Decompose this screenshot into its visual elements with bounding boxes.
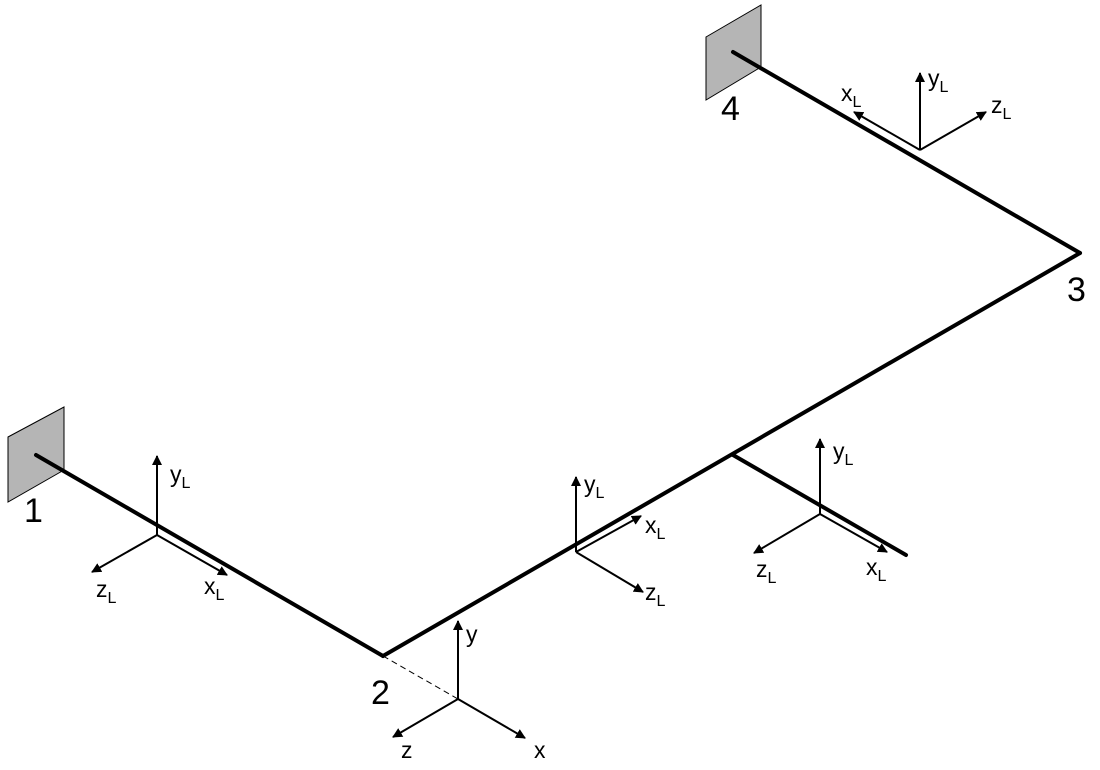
local-z-label: z: [756, 556, 768, 582]
node-label-2: 2: [371, 674, 390, 712]
global-x-label: x: [534, 737, 546, 763]
pipe-segment-3-4: [731, 50, 1082, 255]
svg-text:yL: yL: [584, 471, 605, 502]
local-x-subscript: L: [878, 568, 887, 585]
local-z-subscript: L: [1003, 106, 1012, 123]
local-z-subscript: L: [108, 590, 117, 607]
node-label-1: 1: [24, 492, 43, 530]
local-z-label: z: [991, 92, 1003, 118]
svg-text:xL: xL: [841, 80, 862, 111]
local-axes-branch: yL zL xL: [753, 438, 888, 587]
svg-text:zL: zL: [645, 579, 666, 610]
local-axes-segment-1-2: yL zL xL: [91, 455, 228, 607]
local-z-subscript: L: [657, 593, 666, 610]
pipe-segment-1-2: [34, 453, 385, 658]
local-x-subscript: L: [853, 94, 862, 111]
origin-dashed-link: [382, 655, 459, 700]
svg-text:zL: zL: [756, 556, 777, 587]
svg-text:zL: zL: [96, 576, 117, 607]
local-x-label: x: [866, 554, 878, 580]
svg-text:xL: xL: [866, 554, 887, 585]
local-z-label: z: [645, 579, 657, 605]
local-y-subscript: L: [940, 79, 949, 96]
local-x-label: x: [204, 573, 216, 599]
global-z-label: z: [401, 737, 413, 763]
local-y-label: y: [833, 438, 845, 464]
local-y-subscript: L: [182, 475, 191, 492]
local-y-subscript: L: [845, 452, 854, 469]
local-x-subscript: L: [216, 587, 225, 604]
global-axes: y x z: [392, 620, 546, 763]
local-axes-segment-3-4: yL xL zL: [841, 65, 1012, 151]
local-x-label: x: [645, 512, 657, 538]
local-z-label: z: [96, 576, 108, 602]
svg-text:yL: yL: [833, 438, 854, 469]
local-y-label: y: [170, 461, 182, 487]
svg-text:xL: xL: [645, 512, 666, 543]
svg-text:yL: yL: [928, 65, 949, 96]
node-label-3: 3: [1067, 271, 1086, 309]
local-y-label: y: [928, 65, 940, 91]
local-y-subscript: L: [596, 485, 605, 502]
local-z-subscript: L: [768, 570, 777, 587]
global-y-label: y: [466, 621, 478, 647]
node-label-4: 4: [721, 90, 740, 128]
local-axes-segment-2-3: yL xL zL: [571, 471, 666, 610]
svg-text:zL: zL: [991, 92, 1012, 123]
local-x-subscript: L: [657, 526, 666, 543]
svg-text:xL: xL: [204, 573, 225, 604]
local-y-label: y: [584, 471, 596, 497]
svg-text:yL: yL: [170, 461, 191, 492]
local-x-label: x: [841, 80, 853, 106]
